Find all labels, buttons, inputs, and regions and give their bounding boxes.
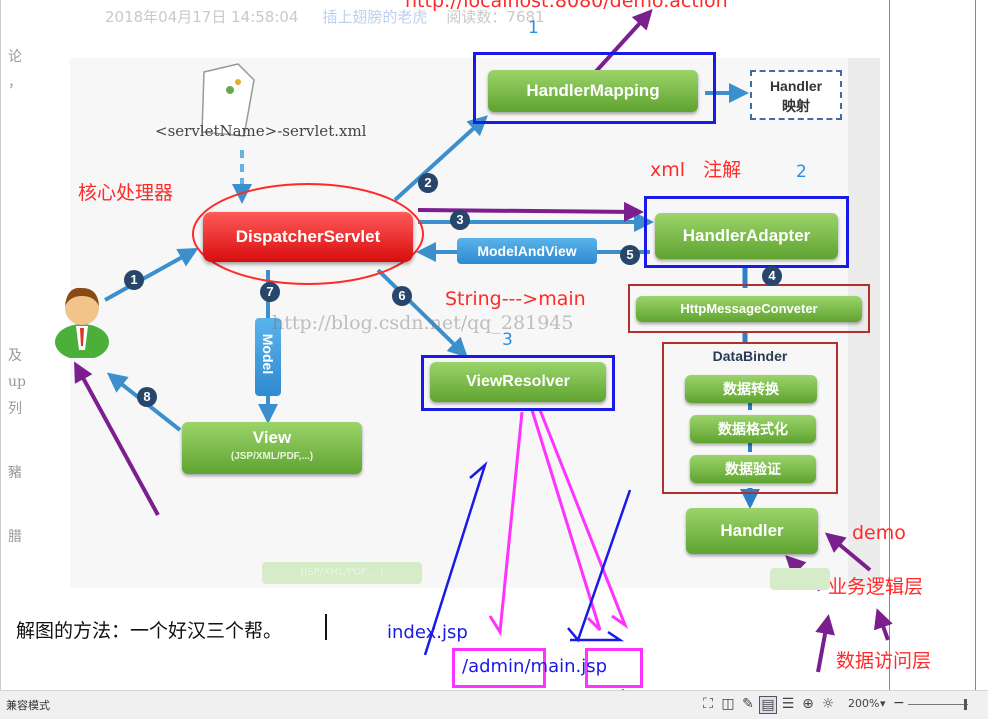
admin-main-jsp-annotation: /admin/main.jsp: [462, 656, 608, 677]
handler-mapping-highlight: [473, 52, 716, 124]
dispatcher-servlet-node: DispatcherServlet: [203, 212, 413, 262]
core-processor-annotation: 核心处理器: [78, 182, 174, 204]
author-link[interactable]: 插上翅膀的老虎: [322, 8, 428, 26]
zoom-slider-track[interactable]: [908, 704, 968, 705]
annotation-number-2: 2: [796, 162, 807, 182]
resolver-line-right: [538, 409, 629, 630]
step-badge-2: 2: [418, 173, 438, 193]
read-count: 阅读数：7681: [446, 8, 545, 26]
binder-step-formatting: 数据格式化: [690, 415, 816, 443]
step-badge-1: 1: [124, 270, 144, 290]
binder-step-validation: 数据验证: [690, 455, 816, 483]
publish-date: 2018年04月17日 14:58:04: [105, 8, 299, 26]
demo-annotation-arrow: [824, 532, 872, 572]
user-annotation-arrow: [74, 361, 160, 516]
data-access-layer-annotation: 数据访问层: [836, 650, 932, 672]
step-badge-7: 7: [260, 282, 280, 302]
web-view-icon[interactable]: ⊕: [802, 696, 814, 712]
view-resolver-highlight: [421, 355, 615, 411]
config-file-icon: [198, 62, 260, 140]
annotation-number-1: 1: [528, 18, 539, 38]
resolver-line-mid: [530, 409, 602, 632]
window-border-right: [975, 0, 976, 690]
reading-layout-icon[interactable]: ◫: [721, 696, 735, 712]
eye-protect-icon[interactable]: ☼: [821, 696, 835, 712]
zoom-slider-handle[interactable]: [964, 699, 967, 710]
left-text-fragment: 论: [8, 49, 22, 65]
view-label: View: [252, 428, 292, 447]
left-text-fragment: 列: [8, 401, 22, 417]
article-meta: 2018年04月17日 14:58:04 插上翅膀的老虎 阅读数：7681: [105, 6, 545, 27]
handler-map-box: Handler 映射: [750, 70, 842, 120]
handler-adapter-highlight: [644, 196, 849, 268]
business-layer-annotation: 业务逻辑层: [828, 576, 924, 598]
left-text-fragment: 腊: [8, 529, 22, 545]
data-layer-arrow-1: [815, 614, 835, 673]
url-annotation-arrow: [588, 9, 653, 80]
step-badge-8: 8: [137, 387, 157, 407]
jsp-highlight: [585, 648, 643, 688]
model-label: Model: [260, 333, 276, 375]
handler-mapping-node: HandlerMapping: [488, 70, 698, 112]
left-text-fragment: up: [8, 374, 26, 390]
config-file-label: <servletName>-servlet.xml: [155, 122, 367, 140]
step-badge-3: 3: [450, 210, 470, 230]
main-underline-arrow: [570, 630, 625, 642]
index-jsp-annotation: index.jsp: [387, 622, 468, 643]
message-converter-frame: [628, 284, 870, 333]
url-annotation: http://localhost:8080/demo.action: [405, 0, 728, 12]
handler-map-label: Handler: [769, 78, 823, 94]
step-badge-6: 6: [392, 286, 412, 306]
zoom-out-icon[interactable]: −: [893, 695, 905, 711]
left-text-fragment: ，: [8, 75, 22, 91]
binder-step-conversion: 数据转换: [685, 375, 817, 403]
text-cursor: [325, 614, 327, 640]
view-sublabel: (JSP/XML/PDF,...): [230, 451, 314, 462]
page-view-icon[interactable]: ▤: [759, 696, 777, 714]
view-node: View (JSP/XML/PDF,...): [182, 422, 362, 474]
data-binder-label: DataBinder: [712, 348, 788, 364]
admin-path-highlight: [452, 648, 546, 688]
fullscreen-icon[interactable]: ⛶: [703, 696, 713, 712]
outline-view-icon[interactable]: ☰: [781, 696, 795, 712]
data-binder-frame: [662, 342, 838, 494]
blog-watermark: http://blog.csdn.net/qq_281945: [272, 312, 574, 334]
adapter-annotation-arrow: [417, 201, 644, 222]
window-border-left: [0, 0, 1, 690]
flow-arrow-6: [376, 268, 468, 358]
data-layer-arrow-2: [873, 608, 893, 641]
model-and-view-label: ModelAndView: [457, 238, 597, 264]
handler-map-sub: 映射: [782, 98, 810, 114]
diagram-edge-shade: [848, 58, 880, 588]
index-arrow: [423, 461, 488, 656]
ghost-handler-node: [770, 568, 830, 590]
step-badge-5: 5: [620, 245, 640, 265]
left-text-fragment: 及: [8, 348, 22, 364]
step-badge-4: 4: [762, 266, 782, 286]
annotation-number-3: 3: [502, 330, 513, 350]
document-body-text[interactable]: 解图的方法：一个好汉三个帮。: [16, 620, 283, 642]
zoom-dropdown-icon[interactable]: ▾: [880, 697, 886, 710]
left-text-fragment: 豬: [8, 465, 22, 481]
pen-icon[interactable]: ✎: [742, 696, 754, 712]
dispatcher-highlight-ellipse: [192, 183, 424, 285]
flow-arrow-2: [393, 115, 488, 202]
message-converter-node: HttpMessageConveter: [636, 296, 862, 322]
handler-adapter-node: HandlerAdapter: [655, 213, 838, 259]
view-resolver-node: ViewResolver: [430, 362, 606, 402]
compatibility-mode-label: 兼容模式: [6, 699, 50, 712]
model-label-box: [255, 318, 281, 396]
status-bar: [0, 690, 988, 719]
page-border-right: [889, 0, 890, 690]
ghost-view-node: (JSP/XML/PDF,...): [262, 562, 422, 584]
handler-node: Handler: [686, 508, 818, 554]
demo-annotation: demo: [852, 522, 906, 544]
zoom-level[interactable]: 200%: [848, 697, 880, 710]
xml-annotation: xml 注解: [650, 159, 742, 181]
flow-arrow-1: [104, 248, 199, 302]
string-main-annotation: String--->main: [445, 288, 586, 310]
resolver-line-left: [488, 411, 524, 637]
user-avatar-icon: [52, 280, 112, 360]
